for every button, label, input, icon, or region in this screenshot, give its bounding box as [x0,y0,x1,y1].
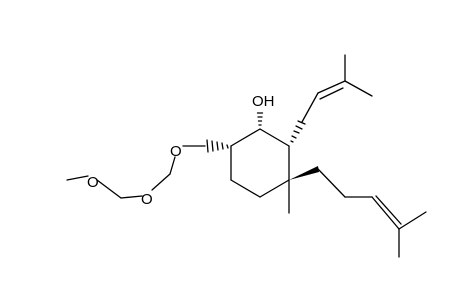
hydroxyl-label: OH [252,93,275,110]
hashed-wedge-bond [256,112,264,126]
ring-bond-c6-c1 [230,128,261,147]
ring-bond-c3-c4 [259,179,290,198]
ether-oxygen-3: O [87,174,99,191]
hashed-wedge-bond [206,139,229,153]
solid-wedge-bond [289,166,319,180]
homoprenyl-chain [289,166,427,258]
ring-bond-c1-c2 [259,128,290,147]
prenyl-chain [290,54,373,143]
ether-oxygen-2: O [141,191,153,208]
ring-bond-c4-c5 [230,179,261,198]
ether-side-chain [66,139,229,199]
hydroxyl-group: OH [252,93,275,126]
ether-oxygen-1: O [170,143,182,160]
hashed-wedge-bond [290,120,306,143]
cyclohexane-ring [230,128,290,198]
